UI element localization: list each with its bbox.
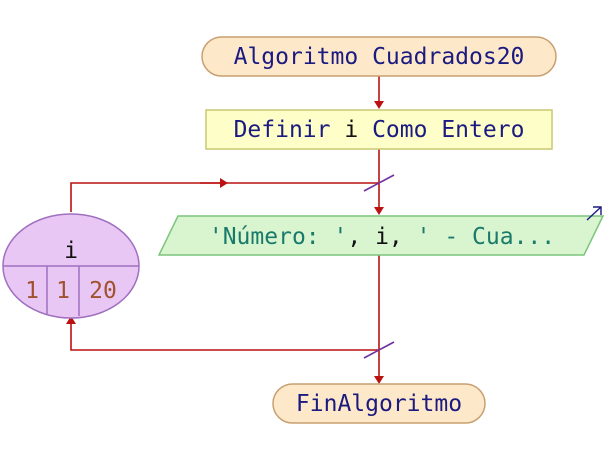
- end-terminal-shape: [272, 383, 486, 424]
- output-var: i: [375, 224, 389, 250]
- define-process[interactable]: Definir i Como Entero: [205, 109, 553, 150]
- start-text: Algoritmo Cuadrados20: [234, 44, 525, 70]
- define-spacer-1: [331, 117, 345, 143]
- define-spacer-3: [427, 117, 441, 143]
- start-terminal-shape: [201, 36, 557, 77]
- output-text: 'Número: ', i, ' - Cua...: [209, 224, 555, 250]
- output-spacer-1: [361, 224, 375, 250]
- output-io[interactable]: 'Número: ', i, ' - Cua...: [157, 206, 605, 256]
- loop-var: i: [64, 238, 78, 264]
- connectors: [66, 76, 384, 384]
- loop-end: 20: [89, 278, 117, 304]
- output-sep-2: ,: [389, 224, 403, 250]
- start-terminal[interactable]: Algoritmo Cuadrados20: [201, 36, 557, 77]
- define-var: i: [344, 117, 358, 143]
- define-spacer-2: [358, 117, 372, 143]
- como-keyword: Como: [372, 117, 427, 143]
- slash-mark-bottom: [363, 341, 395, 359]
- start-spacer: [358, 44, 372, 70]
- loop-return-connector: [66, 316, 379, 351]
- slash-marks: [363, 174, 395, 359]
- define-text: Definir i Como Entero: [234, 117, 525, 143]
- type-keyword: Entero: [441, 117, 524, 143]
- output-string-1: 'Número: ': [209, 224, 347, 250]
- slash-mark-top: [363, 174, 395, 192]
- output-spacer-2: [403, 224, 417, 250]
- define-process-shape: [205, 109, 553, 150]
- for-loop-node[interactable]: i 1 1 20: [2, 213, 140, 319]
- end-text: FinAlgoritmo: [296, 391, 462, 417]
- end-terminal[interactable]: FinAlgoritmo: [272, 383, 486, 424]
- output-io-shape: [157, 215, 605, 256]
- output-arrow-icon: [586, 206, 602, 221]
- start-keyword: Algoritmo: [234, 44, 359, 70]
- loop-top-connector: [70, 182, 379, 212]
- loop-start: 1: [25, 278, 39, 304]
- output-string-2: ' - Cua...: [417, 224, 555, 250]
- algorithm-name: Cuadrados20: [372, 44, 524, 70]
- define-keyword: Definir: [234, 117, 331, 143]
- loop-step: 1: [56, 278, 70, 304]
- output-sep-1: ,: [347, 224, 361, 250]
